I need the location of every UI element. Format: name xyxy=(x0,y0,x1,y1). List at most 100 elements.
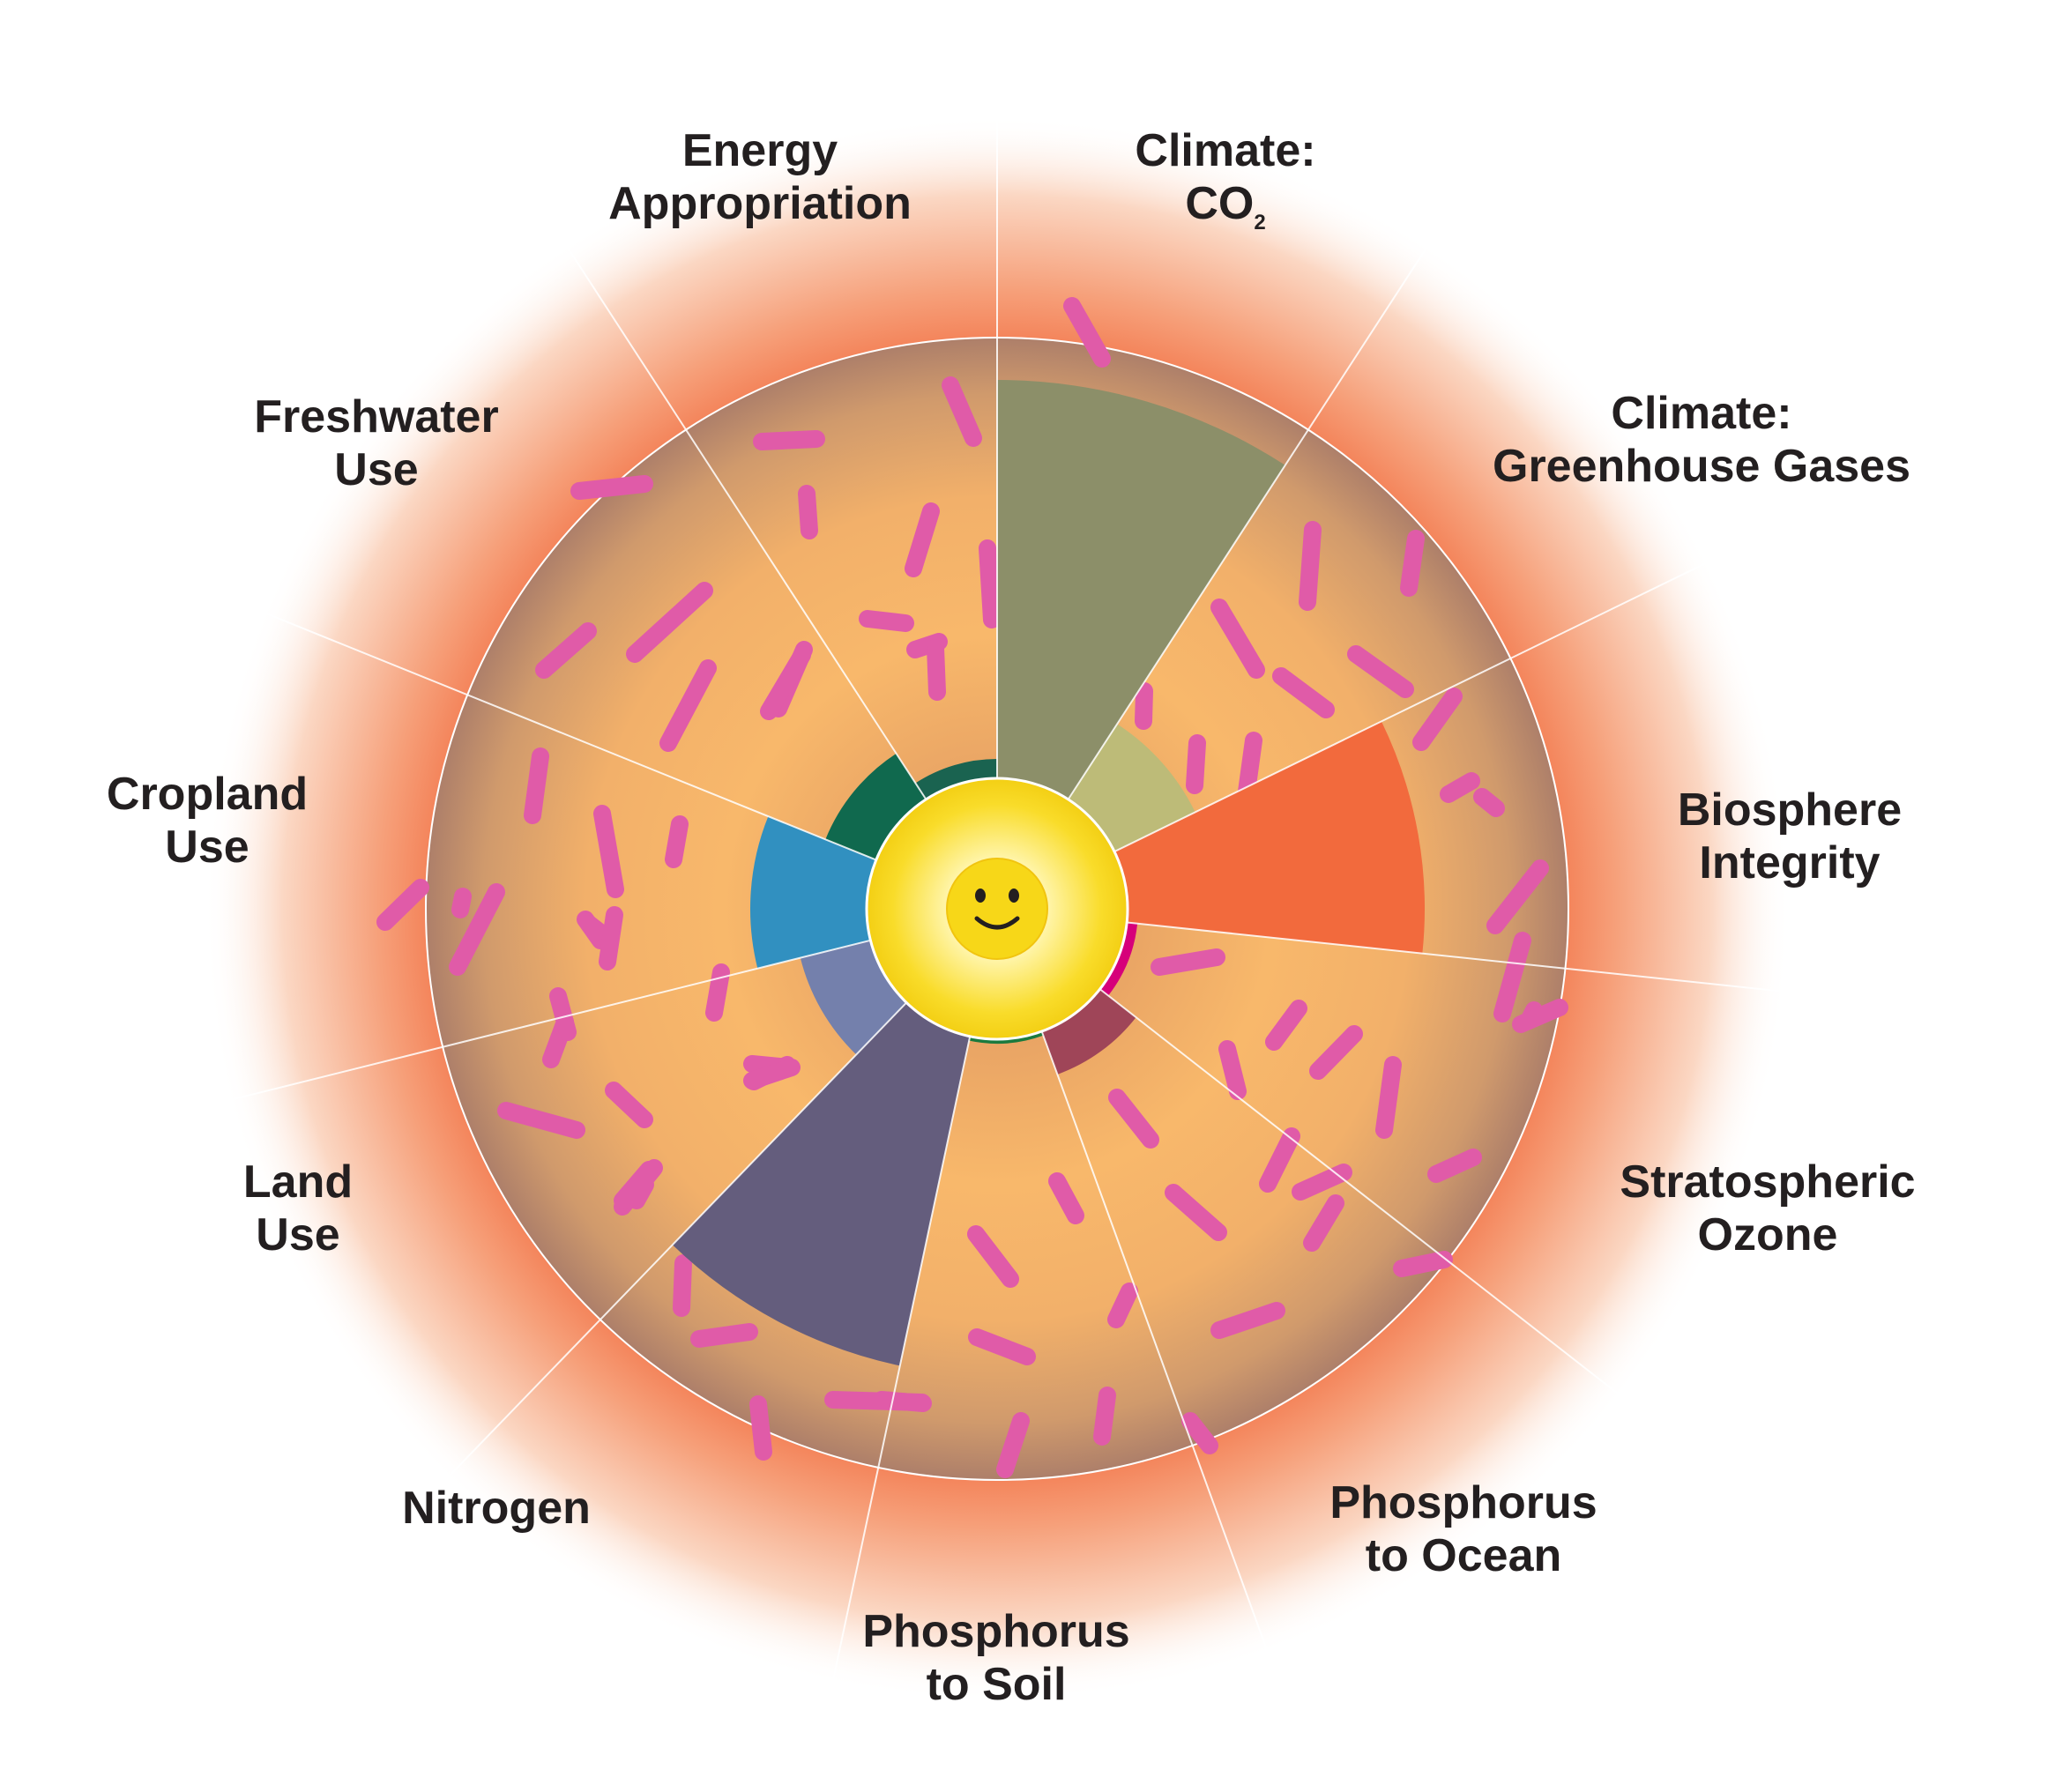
pink-dash-icon xyxy=(967,1225,1019,1288)
svg-text:Nitrogen: Nitrogen xyxy=(402,1483,591,1534)
label-cropland-use: Cropland Use xyxy=(107,769,308,873)
wedge-nitrogen xyxy=(672,1002,971,1366)
pink-dash-icon xyxy=(1512,999,1568,1033)
pink-dash-icon xyxy=(1107,1283,1138,1328)
pink-dash-icon xyxy=(449,883,505,976)
pink-dash-icon xyxy=(753,430,825,450)
svg-text:to Soil: to Soil xyxy=(927,1659,1067,1710)
svg-text:Use: Use xyxy=(165,822,249,873)
svg-text:Integrity: Integrity xyxy=(1699,837,1880,889)
sector-divider-line xyxy=(563,242,927,800)
pink-dash-icon xyxy=(1265,1000,1307,1051)
wedge-climate-ghg xyxy=(1068,724,1195,852)
pink-dash-icon xyxy=(549,987,577,1041)
pink-dash-icon xyxy=(1299,521,1322,611)
pink-dash-icon xyxy=(1272,667,1335,718)
sector-divider-line xyxy=(1127,921,1787,993)
pink-dash-icon xyxy=(760,646,811,720)
pink-dash-icon xyxy=(1093,1387,1116,1446)
pink-dash-icon xyxy=(626,582,713,663)
label-climate-co2: Climate: CO2 xyxy=(1135,125,1315,234)
svg-text:Energy: Energy xyxy=(682,125,838,176)
pink-dash-icon xyxy=(1493,932,1531,1022)
svg-text:Climate:: Climate: xyxy=(1611,388,1791,439)
pink-dash-icon xyxy=(535,622,597,679)
pink-dash-icon xyxy=(1303,1194,1344,1252)
pink-dash-icon xyxy=(1473,788,1505,817)
sector-divider-line xyxy=(261,610,877,861)
pink-dash-icon xyxy=(605,1082,653,1128)
pink-dash-icon xyxy=(927,639,946,701)
sector-divider-line xyxy=(1067,242,1431,800)
svg-text:to Ocean: to Ocean xyxy=(1366,1530,1562,1581)
pink-dash-icon xyxy=(1412,688,1463,751)
pink-dash-icon xyxy=(1218,1040,1247,1100)
pink-dash-icon xyxy=(824,1391,931,1411)
pink-dash-icon xyxy=(968,1328,1036,1365)
pink-dash-icon xyxy=(665,815,689,868)
pink-dash-icon xyxy=(1393,1251,1453,1277)
pink-dash-icon xyxy=(1165,1184,1227,1241)
pink-dash-icon xyxy=(749,1395,772,1461)
pink-dash-icon xyxy=(798,485,818,539)
svg-text:Cropland: Cropland xyxy=(107,769,308,820)
pink-dash-icon xyxy=(599,906,623,970)
svg-text:Phosphorus: Phosphorus xyxy=(1329,1477,1597,1528)
label-climate-greenhouse-gases: Climate: Greenhouse Gases xyxy=(1493,388,1910,492)
pink-dash-icon xyxy=(673,1254,692,1317)
pink-dash-icon xyxy=(1151,948,1225,976)
pink-dash-icon xyxy=(1375,1056,1402,1139)
wedge-biosphere-integrity xyxy=(1114,721,1425,954)
pink-dash-icon xyxy=(1309,1025,1363,1080)
smiley-face-icon xyxy=(946,858,1048,960)
sector-divider-line xyxy=(1040,1030,1270,1655)
pink-dash-icon xyxy=(524,747,549,824)
sector-divider-line xyxy=(830,1036,972,1685)
pink-dash-icon xyxy=(905,502,940,577)
svg-text:Climate:: Climate: xyxy=(1135,125,1315,176)
pink-dash-icon xyxy=(743,1059,801,1089)
wedge-phosphorus-soil xyxy=(969,1031,1044,1044)
pink-dash-icon xyxy=(1347,645,1414,698)
pink-dash-icon xyxy=(1108,1089,1159,1149)
sector-divider-line xyxy=(445,1001,907,1481)
label-phosphorus-to-soil: Phosphorus to Soil xyxy=(862,1606,1129,1710)
pink-dash-icon xyxy=(1135,682,1153,730)
boundary-wedges xyxy=(672,380,1425,1366)
pink-dash-icon xyxy=(705,963,730,1022)
sector-divider-line xyxy=(227,939,871,1102)
pink-dash-icon xyxy=(690,1323,758,1348)
svg-text:Use: Use xyxy=(334,444,418,495)
wedge-energy-appropriation xyxy=(915,759,997,799)
pink-dash-icon xyxy=(996,1412,1030,1478)
svg-text:Appropriation: Appropriation xyxy=(608,178,912,229)
pink-dash-icon xyxy=(942,376,982,447)
svg-text:Biosphere: Biosphere xyxy=(1678,784,1902,836)
pink-dash-icon xyxy=(580,915,609,941)
sector-divider-line xyxy=(1099,988,1623,1398)
wedge-climate-co2 xyxy=(997,380,1285,799)
label-stratospheric-ozone: Stratospheric Ozone xyxy=(1620,1156,1915,1260)
dashes-layer xyxy=(376,297,1568,1478)
label-biosphere-integrity: Biosphere Integrity xyxy=(1678,784,1902,889)
svg-text:Phosphorus: Phosphorus xyxy=(862,1606,1129,1657)
pink-dash-icon xyxy=(1186,734,1206,794)
pink-dash-icon xyxy=(1259,1127,1300,1193)
svg-text:Freshwater: Freshwater xyxy=(254,391,498,442)
pink-dash-icon xyxy=(376,879,429,931)
label-phosphorus-to-ocean: Phosphorus to Ocean xyxy=(1329,1477,1597,1581)
label-land-use: Land Use xyxy=(243,1156,353,1260)
pink-dash-icon xyxy=(859,610,914,632)
svg-text:Use: Use xyxy=(256,1209,339,1260)
pink-dash-icon xyxy=(614,1161,658,1209)
svg-text:Ozone: Ozone xyxy=(1698,1209,1838,1260)
wedge-freshwater-use xyxy=(825,753,927,860)
pink-dash-icon xyxy=(1440,772,1480,803)
pink-dash-icon xyxy=(1400,530,1425,597)
label-freshwater-use: Freshwater Use xyxy=(254,391,498,495)
wedge-cropland-use xyxy=(749,816,876,969)
pink-dash-icon xyxy=(451,888,472,918)
pink-dash-icon xyxy=(570,475,653,500)
wedge-phosphorus-ocean xyxy=(1041,989,1136,1074)
